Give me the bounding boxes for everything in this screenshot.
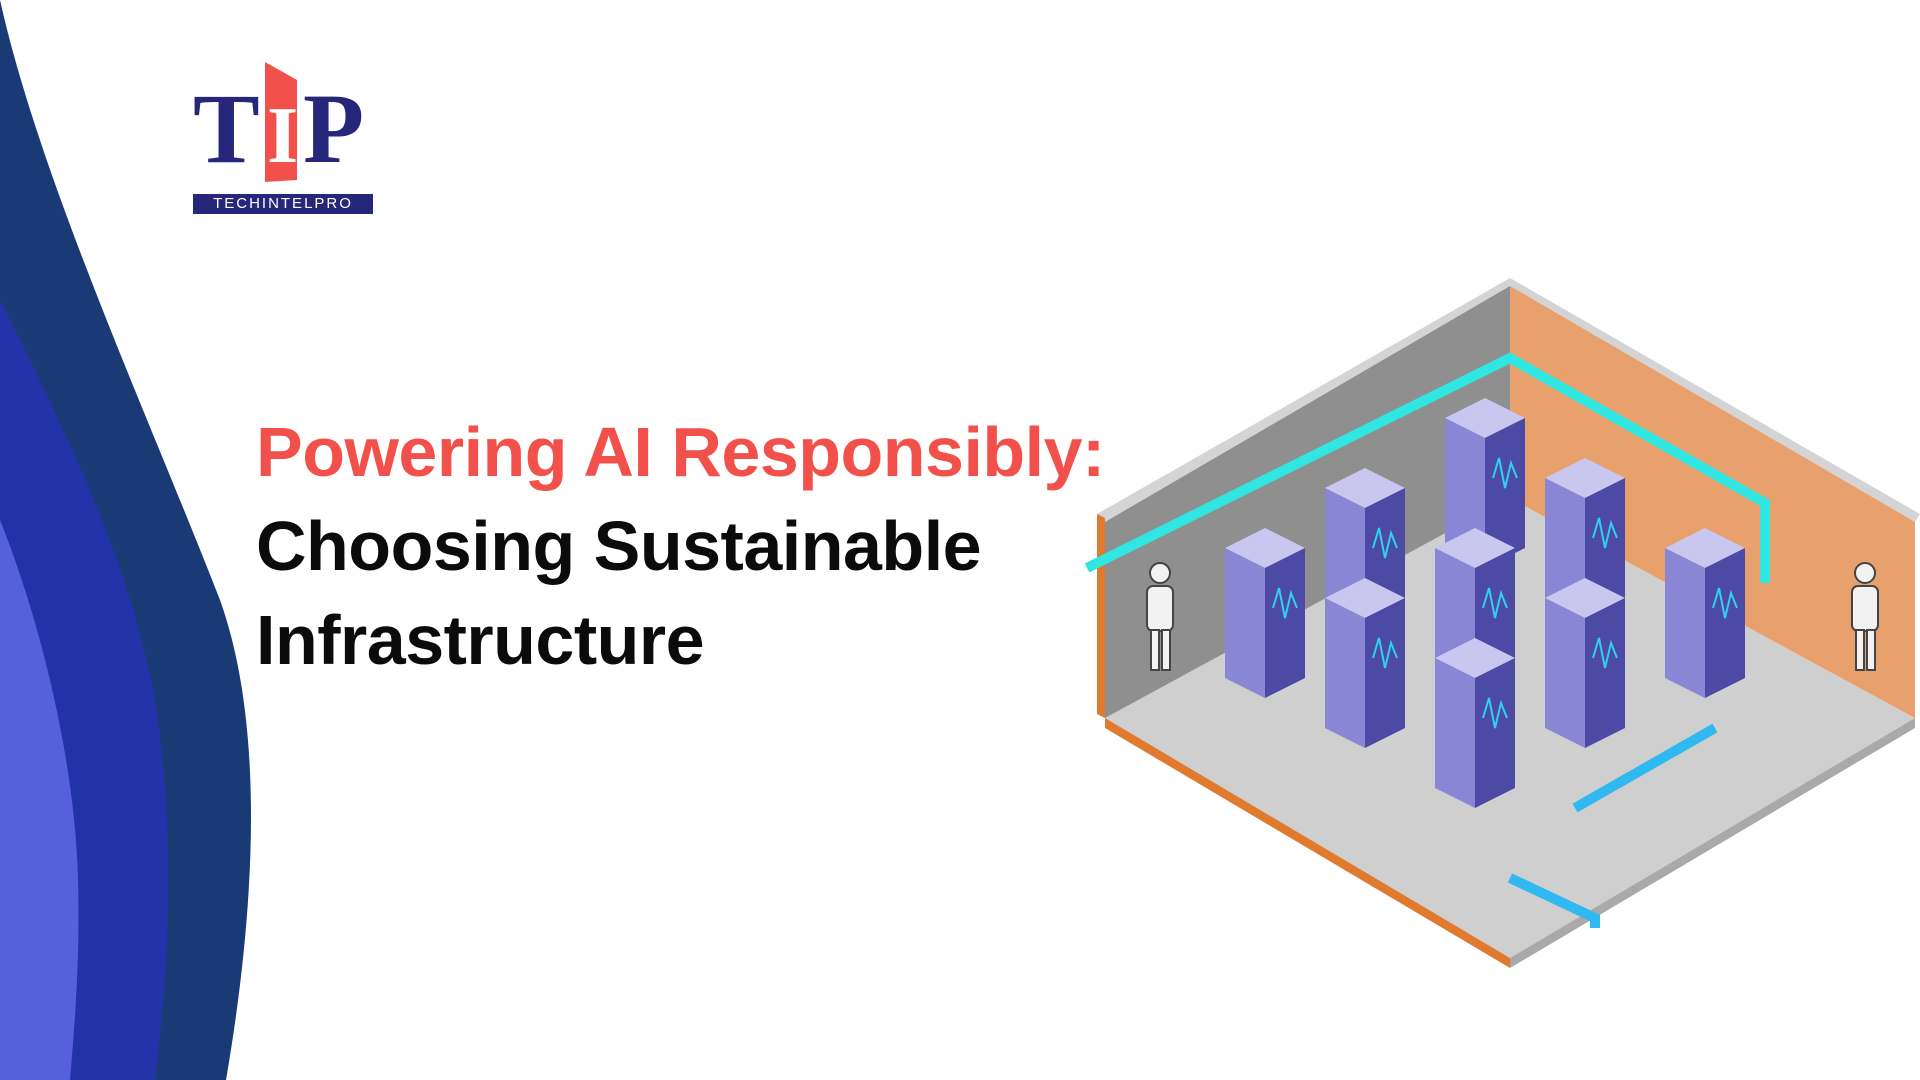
server-rack [1665, 528, 1745, 698]
headline-line-1: Powering AI Responsibly: [256, 413, 1105, 491]
logo-mark: T I P [193, 62, 364, 184]
server-rack [1435, 638, 1515, 808]
headline: Powering AI Responsibly: Choosing Sustai… [256, 405, 1105, 687]
server-rack [1325, 578, 1405, 748]
headline-line-2: Choosing Sustainable [256, 507, 982, 585]
svg-text:I: I [267, 92, 298, 180]
logo-tagline: TECHINTELPRO [193, 194, 373, 214]
server-rack [1545, 458, 1625, 628]
headline-line-3: Infrastructure [256, 601, 705, 679]
decorative-wave [0, 0, 251, 1080]
svg-text:T: T [193, 73, 260, 184]
data-center-illustration [1084, 278, 1920, 968]
server-rack [1445, 398, 1525, 568]
techintelpro-logo[interactable]: T I P TECHINTELPRO [193, 62, 375, 217]
svg-text:P: P [303, 73, 364, 184]
server-rack [1545, 578, 1625, 748]
server-rack [1225, 528, 1305, 698]
